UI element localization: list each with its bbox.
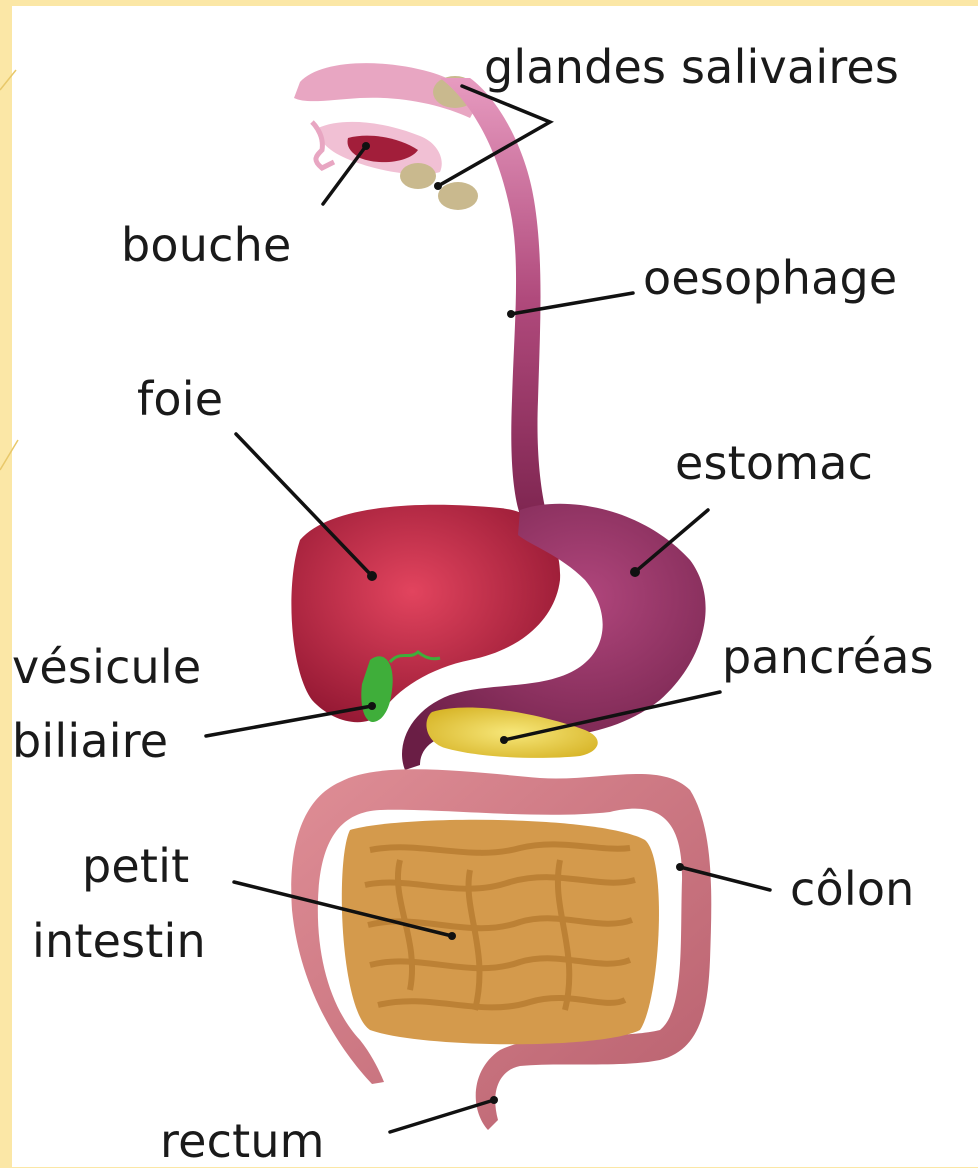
label-biliaire: biliaire bbox=[12, 718, 168, 764]
label-colon: côlon bbox=[790, 866, 915, 912]
pointer-dot bbox=[368, 702, 376, 710]
pointer-dot bbox=[630, 567, 640, 577]
pointer-dot bbox=[507, 310, 515, 318]
label-oesophage: oesophage bbox=[643, 255, 897, 301]
label-petit: petit bbox=[82, 843, 189, 889]
label-vesicule: vésicule bbox=[12, 644, 201, 690]
border-decoration bbox=[0, 70, 18, 470]
pointer-dot bbox=[500, 736, 508, 744]
pointer-dot bbox=[448, 932, 456, 940]
pointer-dot bbox=[490, 1096, 498, 1104]
pointer-dot bbox=[362, 142, 370, 150]
label-rectum: rectum bbox=[160, 1118, 325, 1164]
esophagus-illustration bbox=[440, 78, 548, 520]
pointer-dot bbox=[676, 863, 684, 871]
label-bouche: bouche bbox=[121, 222, 291, 268]
leader-line-rectum bbox=[390, 1100, 494, 1132]
label-estomac: estomac bbox=[675, 440, 873, 486]
pointer-dot bbox=[367, 571, 377, 581]
pointer-dot bbox=[434, 182, 442, 190]
label-pancreas: pancréas bbox=[722, 634, 934, 680]
label-foie: foie bbox=[137, 376, 223, 422]
small-intestine-illustration bbox=[342, 820, 659, 1044]
label-glandes-salivaires: glandes salivaires bbox=[484, 44, 899, 90]
label-intestin: intestin bbox=[32, 918, 206, 964]
